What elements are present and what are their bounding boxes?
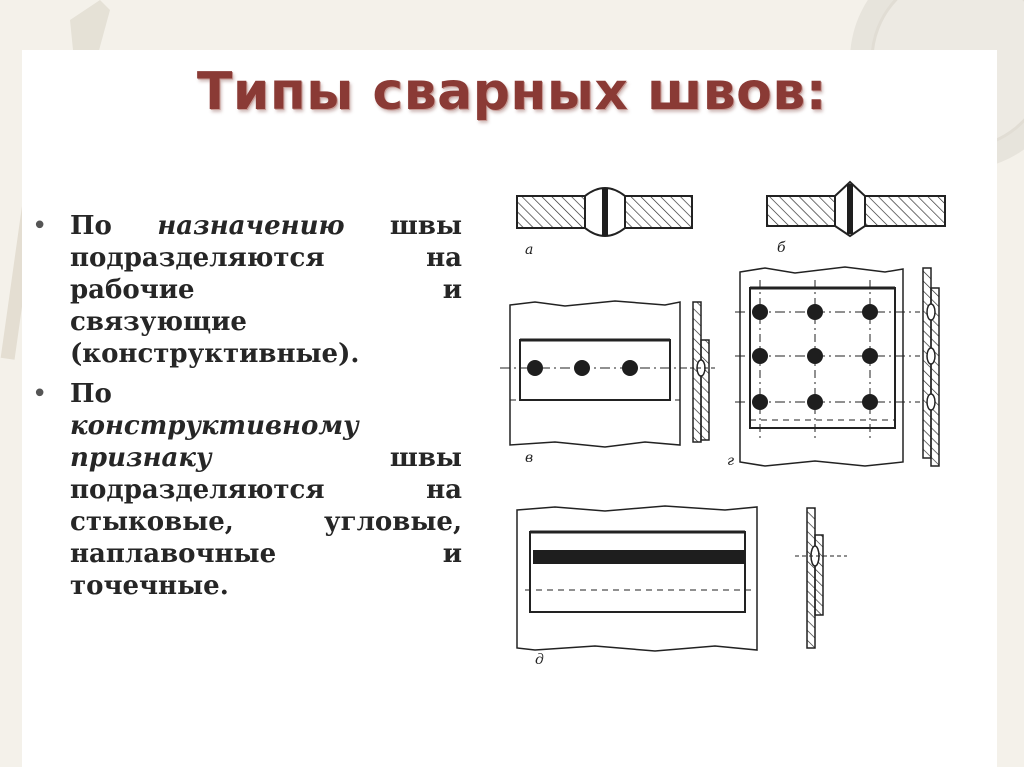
bullet-text: стыковые, угловые,	[70, 507, 462, 537]
bullet-line: подразделяются на	[70, 242, 462, 274]
bullet-line: подразделяются на	[70, 474, 462, 506]
bullet-marker: •	[32, 379, 48, 409]
bullet-text: точечные.	[70, 571, 229, 601]
weld-figure-v: в	[500, 300, 717, 466]
emphasis-text: признаку	[70, 443, 212, 473]
slide-title: Типы сварных швов:	[196, 62, 828, 122]
weld-figure-a: а	[516, 187, 693, 258]
bullet-line: связующие	[70, 306, 462, 338]
bullet-line: По	[70, 378, 462, 410]
bullet-text: наплавочные и	[70, 539, 462, 569]
emphasis-text: конструктивному	[70, 411, 359, 441]
label-v: в	[525, 450, 533, 466]
bullet-text: По	[70, 379, 112, 409]
bullet-line: точечные.	[70, 570, 462, 602]
label-d: д	[535, 652, 544, 668]
bullet-marker: •	[32, 211, 48, 241]
emphasis-text: назначению	[157, 211, 345, 241]
bullet-text: (конструктивные).	[70, 339, 360, 369]
bullet-line: (конструктивные).	[70, 338, 462, 370]
label-b: б	[777, 240, 786, 256]
bullet-text: связующие	[70, 307, 247, 337]
weld-figure-b: б	[766, 180, 946, 256]
bullet-text: рабочие и	[70, 275, 462, 305]
label-g: г	[727, 453, 734, 469]
bullet-line: По назначению швы	[70, 210, 462, 242]
bullet-text: подразделяются на	[70, 475, 462, 505]
bullet-text: подразделяются на	[70, 243, 462, 273]
bullet-text: швы	[211, 443, 462, 473]
label-a: а	[525, 242, 533, 258]
bullet-line: наплавочные и	[70, 538, 462, 570]
bullet-line: конструктивному	[70, 410, 462, 442]
bullet-line: рабочие и	[70, 274, 462, 306]
weld-types-drawing: а б в	[500, 180, 946, 668]
weld-figure-d: д	[516, 505, 847, 668]
bullet-text: швы	[344, 211, 463, 241]
bullet-line: стыковые, угловые,	[70, 506, 462, 538]
weld-figure-g: г	[727, 266, 940, 469]
bullet-text: По	[70, 211, 158, 241]
bullet-line: признаку швы	[70, 442, 462, 474]
